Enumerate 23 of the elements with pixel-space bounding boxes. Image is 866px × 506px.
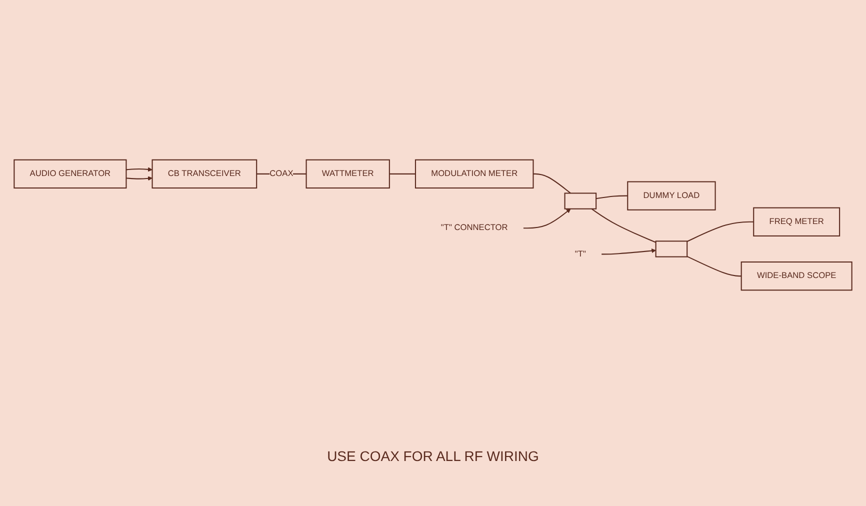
arrow [126, 167, 152, 172]
node-box: WIDE-BAND SCOPE [740, 261, 852, 291]
node-box: MODULATION METER [414, 159, 534, 189]
connector [533, 173, 571, 194]
arrow [126, 176, 152, 181]
connector [686, 221, 754, 242]
node-box: CB TRANSCEIVER [152, 159, 258, 189]
node-text: "T" CONNECTOR [440, 223, 508, 232]
arrow [602, 248, 656, 255]
connector [591, 208, 656, 243]
arrow [523, 208, 571, 229]
node-text: "T" [574, 249, 586, 258]
connector [389, 173, 416, 174]
connector [686, 256, 742, 277]
node-box [655, 240, 688, 258]
node-box: DUMMY LOAD [627, 181, 716, 210]
node-box: AUDIO GENERATOR [14, 159, 127, 189]
connector [596, 195, 628, 200]
node-box: FREQ METER [753, 207, 840, 236]
note-text: USE COAX FOR ALL RF WIRING [327, 448, 539, 464]
node-box: WATTMETER [306, 159, 390, 189]
edge-label: COAX [270, 169, 294, 178]
node-box [564, 192, 597, 210]
